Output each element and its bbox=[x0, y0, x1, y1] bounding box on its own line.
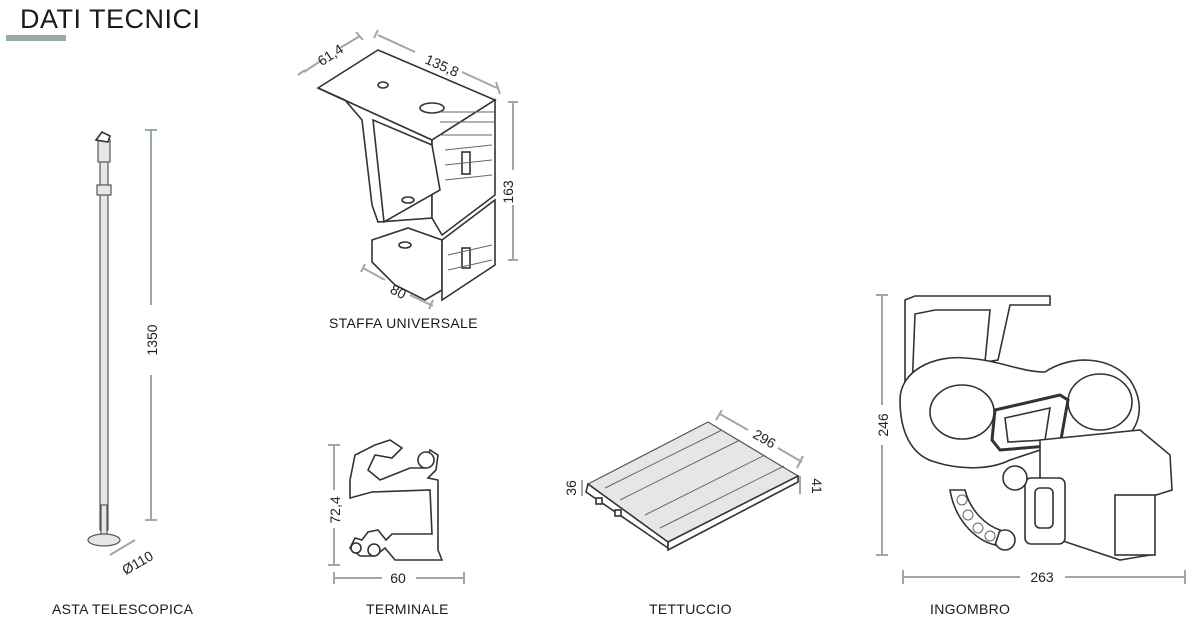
tettuccio-right-label: 41 bbox=[809, 478, 825, 494]
asta-caption: ASTA TELESCOPICA bbox=[52, 601, 194, 617]
terminale-caption: TERMINALE bbox=[366, 601, 449, 617]
ingombro-height-label: 246 bbox=[875, 413, 891, 437]
terminale-drawing bbox=[348, 439, 444, 561]
asta-height-label: 1350 bbox=[144, 324, 160, 355]
asta-height-dimension bbox=[145, 129, 157, 521]
staffa-height-label: 163 bbox=[500, 180, 516, 204]
staffa-dimensions bbox=[297, 29, 518, 310]
staffa-universale-drawing bbox=[316, 49, 497, 302]
staffa-depth-label: 61,4 bbox=[314, 41, 346, 69]
terminale-height-label: 72,4 bbox=[327, 496, 343, 523]
ingombro-drawing bbox=[899, 295, 1173, 561]
tettuccio-left-label: 36 bbox=[563, 480, 579, 496]
ingombro-dimensions bbox=[876, 294, 1186, 584]
terminale-dimensions bbox=[328, 444, 465, 584]
ingombro-width-label: 263 bbox=[1030, 569, 1054, 585]
staffa-caption: STAFFA UNIVERSALE bbox=[329, 315, 478, 331]
terminale-width-label: 60 bbox=[390, 570, 406, 586]
tettuccio-caption: TETTUCCIO bbox=[649, 601, 732, 617]
asta-base-label: Ø110 bbox=[119, 547, 156, 578]
asta-telescopica-drawing bbox=[87, 130, 121, 547]
tettuccio-dimensions bbox=[581, 409, 804, 496]
page-title: DATI TECNICI bbox=[20, 4, 201, 34]
staffa-bottom-label: 80 bbox=[388, 281, 409, 303]
tettuccio-length-label: 296 bbox=[750, 426, 778, 452]
title-underline bbox=[6, 35, 66, 41]
asta-base-dimension bbox=[109, 539, 136, 556]
ingombro-caption: INGOMBRO bbox=[930, 601, 1011, 617]
tettuccio-drawing bbox=[585, 421, 800, 552]
